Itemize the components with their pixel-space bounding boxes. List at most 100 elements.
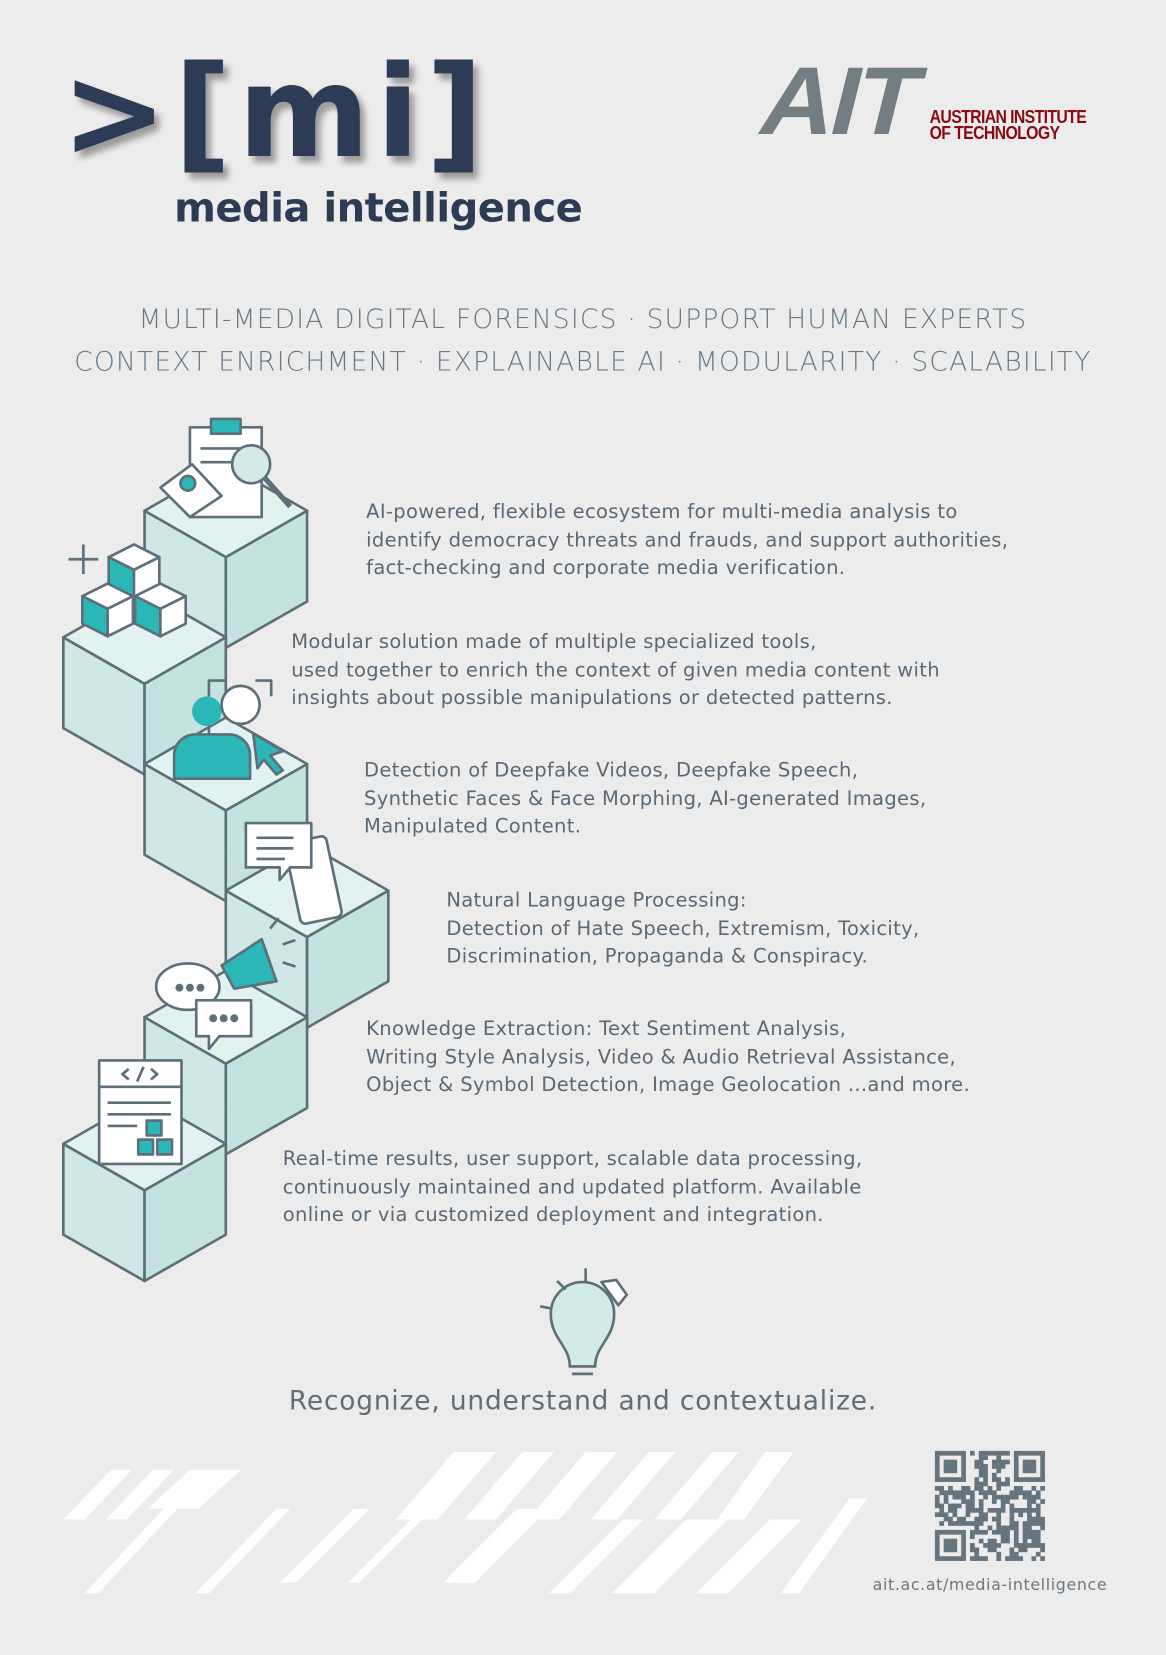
qr-module (1022, 1477, 1028, 1482)
qr-module (948, 1468, 953, 1474)
qr-module (934, 1538, 940, 1544)
qr-module (934, 1503, 940, 1509)
qr-module (996, 1507, 1002, 1513)
qr-module (1027, 1512, 1032, 1518)
qr-module (943, 1529, 949, 1535)
qr-module (939, 1477, 945, 1482)
qr-module (952, 1543, 958, 1548)
qr-module (1013, 1538, 1019, 1544)
qr-module (952, 1477, 958, 1482)
qr-module (1013, 1525, 1019, 1531)
qr-module (1009, 1503, 1015, 1509)
qr-module (1000, 1494, 1006, 1500)
qr-module (970, 1556, 975, 1561)
qr-module (991, 1499, 997, 1504)
qr-module (965, 1507, 971, 1513)
cube-staircase (61, 462, 390, 1283)
qr-module (1027, 1468, 1032, 1474)
feature-line: Modular solution made of multiple specia… (291, 631, 817, 654)
qr-module (948, 1556, 953, 1561)
qr-module (991, 1494, 997, 1500)
qr-module (961, 1516, 966, 1522)
qr-module (983, 1481, 988, 1487)
qr-module (1005, 1499, 1010, 1504)
qr-module (948, 1543, 953, 1548)
qr-module (1013, 1486, 1019, 1491)
qr-module (1013, 1450, 1019, 1456)
qr-module (1005, 1538, 1010, 1544)
qr-module (1022, 1494, 1028, 1500)
qr-module (956, 1490, 962, 1496)
feature-line: Synthetic Faces & Face Morphing, AI-gene… (364, 787, 927, 810)
qr-module (978, 1459, 984, 1465)
qr-module (1027, 1477, 1032, 1482)
qr-module (978, 1521, 984, 1526)
qr-module (970, 1450, 975, 1456)
qr-module (961, 1472, 966, 1478)
qr-module (1018, 1490, 1024, 1496)
qr-module (970, 1490, 975, 1496)
qr-module (1027, 1534, 1032, 1540)
qr-module (978, 1556, 984, 1561)
qr-module (939, 1556, 945, 1561)
qr-module (948, 1507, 953, 1513)
qr-module (961, 1455, 966, 1460)
qr-module (991, 1516, 997, 1522)
feature-line: identify democracy threats and frauds, a… (366, 529, 1009, 552)
qr-module (987, 1538, 993, 1544)
qr-module (952, 1547, 958, 1553)
qr-module (1040, 1543, 1045, 1548)
qr-module (996, 1543, 1002, 1548)
qr-module (996, 1494, 1002, 1500)
qr-module (1027, 1543, 1032, 1548)
qr-module (983, 1556, 988, 1561)
qr-module (1040, 1450, 1045, 1456)
qr-module (943, 1468, 949, 1474)
qr-module (1022, 1538, 1028, 1544)
phone-message-icon (244, 821, 343, 926)
qr-module (991, 1507, 997, 1513)
qr-module (1013, 1543, 1019, 1548)
qr-module (1018, 1547, 1024, 1553)
qr-module (1040, 1472, 1045, 1478)
qr-module (983, 1512, 988, 1518)
qr-module (934, 1512, 940, 1518)
qr-module (943, 1499, 949, 1504)
qr-module (1040, 1455, 1045, 1460)
qr-module (987, 1507, 993, 1513)
qr-module (1018, 1486, 1024, 1491)
qr-module (948, 1490, 953, 1496)
qr-module (1013, 1468, 1019, 1474)
qr-module (961, 1499, 966, 1504)
feature-line: Real-time results, user support, scalabl… (282, 1148, 863, 1171)
qr-module (1005, 1525, 1010, 1531)
feature-line: insights about possible manipulations or… (291, 686, 893, 710)
qr-module (1031, 1529, 1037, 1535)
qr-module (1027, 1459, 1032, 1465)
qr-module (1022, 1468, 1028, 1474)
qr-module (934, 1455, 940, 1460)
qr-module (965, 1503, 971, 1509)
qr-module (1013, 1459, 1019, 1465)
qr-module (1035, 1529, 1041, 1535)
qr-module (961, 1477, 966, 1482)
qr-module (939, 1521, 945, 1526)
qr-module (1035, 1521, 1041, 1526)
qr-module (1000, 1538, 1006, 1544)
qr-module (983, 1455, 988, 1460)
qr-module (934, 1494, 940, 1500)
website-link[interactable]: ait.ac.at/media-intelligence (872, 1575, 1108, 1595)
qr-module (1031, 1459, 1037, 1465)
qr-module (983, 1529, 988, 1535)
qr-module (978, 1455, 984, 1460)
logo-subtitle: media intelligence (174, 184, 583, 232)
qr-module (978, 1486, 984, 1491)
qr-module (934, 1547, 940, 1553)
qr-module (991, 1477, 997, 1482)
decorative-slashes (63, 1451, 868, 1594)
qr-module (974, 1551, 980, 1557)
qr-module (1005, 1477, 1010, 1482)
qr-code-icon[interactable] (934, 1450, 1045, 1561)
qr-module (978, 1464, 984, 1469)
qr-module (991, 1547, 997, 1553)
